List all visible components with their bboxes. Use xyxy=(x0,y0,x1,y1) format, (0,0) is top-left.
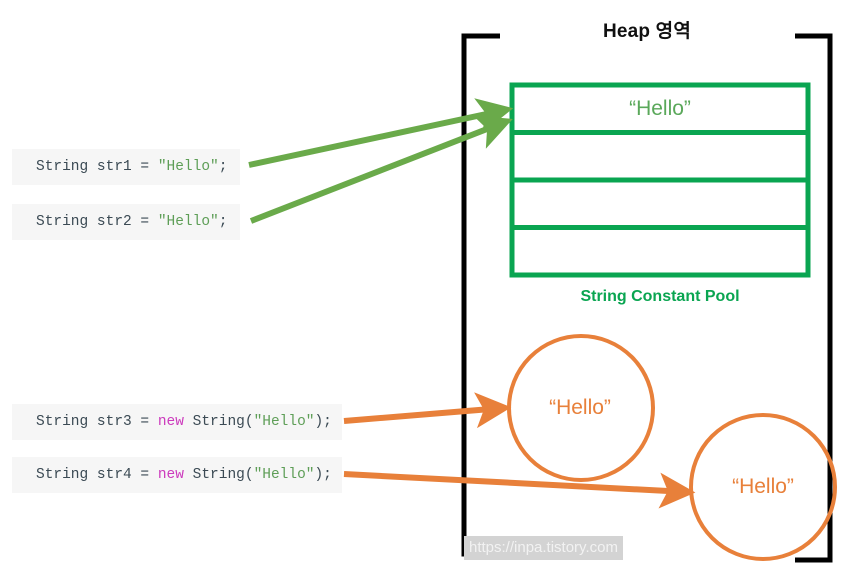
arrow-str3-to-object-0 xyxy=(343,392,512,429)
code-line-str1: String str1 = "Hello"; xyxy=(36,160,227,175)
code-block-str4: String str4 = new String("Hello"); xyxy=(12,457,342,493)
code-token: String( xyxy=(183,466,254,483)
code-token: String str4 = xyxy=(36,466,158,483)
code-line-str3: String str3 = new String("Hello"); xyxy=(36,415,332,430)
code-token: String str3 = xyxy=(36,413,158,430)
code-token: "Hello" xyxy=(253,413,315,430)
code-token: ); xyxy=(314,413,332,430)
heap-bracket-right xyxy=(795,33,833,563)
code-token: ); xyxy=(314,466,332,483)
code-token: new xyxy=(157,466,184,483)
code-block-str2: String str2 = "Hello"; xyxy=(12,204,240,240)
heap-object-label-1: “Hello” xyxy=(732,475,794,498)
code-line-str4: String str4 = new String("Hello"); xyxy=(36,468,332,483)
code-block-str3: String str3 = new String("Hello"); xyxy=(12,404,342,440)
code-token: "Hello" xyxy=(157,213,219,230)
heap-object-label-0: “Hello” xyxy=(549,396,611,419)
string-constant-pool-box xyxy=(509,82,811,278)
arrow-str4-to-object-1 xyxy=(343,471,696,509)
code-token: ; xyxy=(218,158,228,175)
code-token: new xyxy=(157,413,184,430)
watermark-url: https://inpa.tistory.com xyxy=(464,536,623,560)
arrow-str1-to-pool xyxy=(248,98,514,168)
code-block-str1: String str1 = "Hello"; xyxy=(12,149,240,185)
code-token: "Hello" xyxy=(157,158,219,175)
code-token: "Hello" xyxy=(253,466,315,483)
arrow-str2-to-pool xyxy=(249,115,513,224)
string-constant-pool-caption: String Constant Pool xyxy=(580,288,740,305)
heap-area-title: Heap 영역 xyxy=(602,21,692,42)
code-token: String( xyxy=(183,413,254,430)
code-token: ; xyxy=(218,213,228,230)
pool-cell-value-0: “Hello” xyxy=(629,97,691,120)
code-token: String str1 = xyxy=(36,158,158,175)
code-line-str2: String str2 = "Hello"; xyxy=(36,215,227,230)
code-token: String str2 = xyxy=(36,213,158,230)
